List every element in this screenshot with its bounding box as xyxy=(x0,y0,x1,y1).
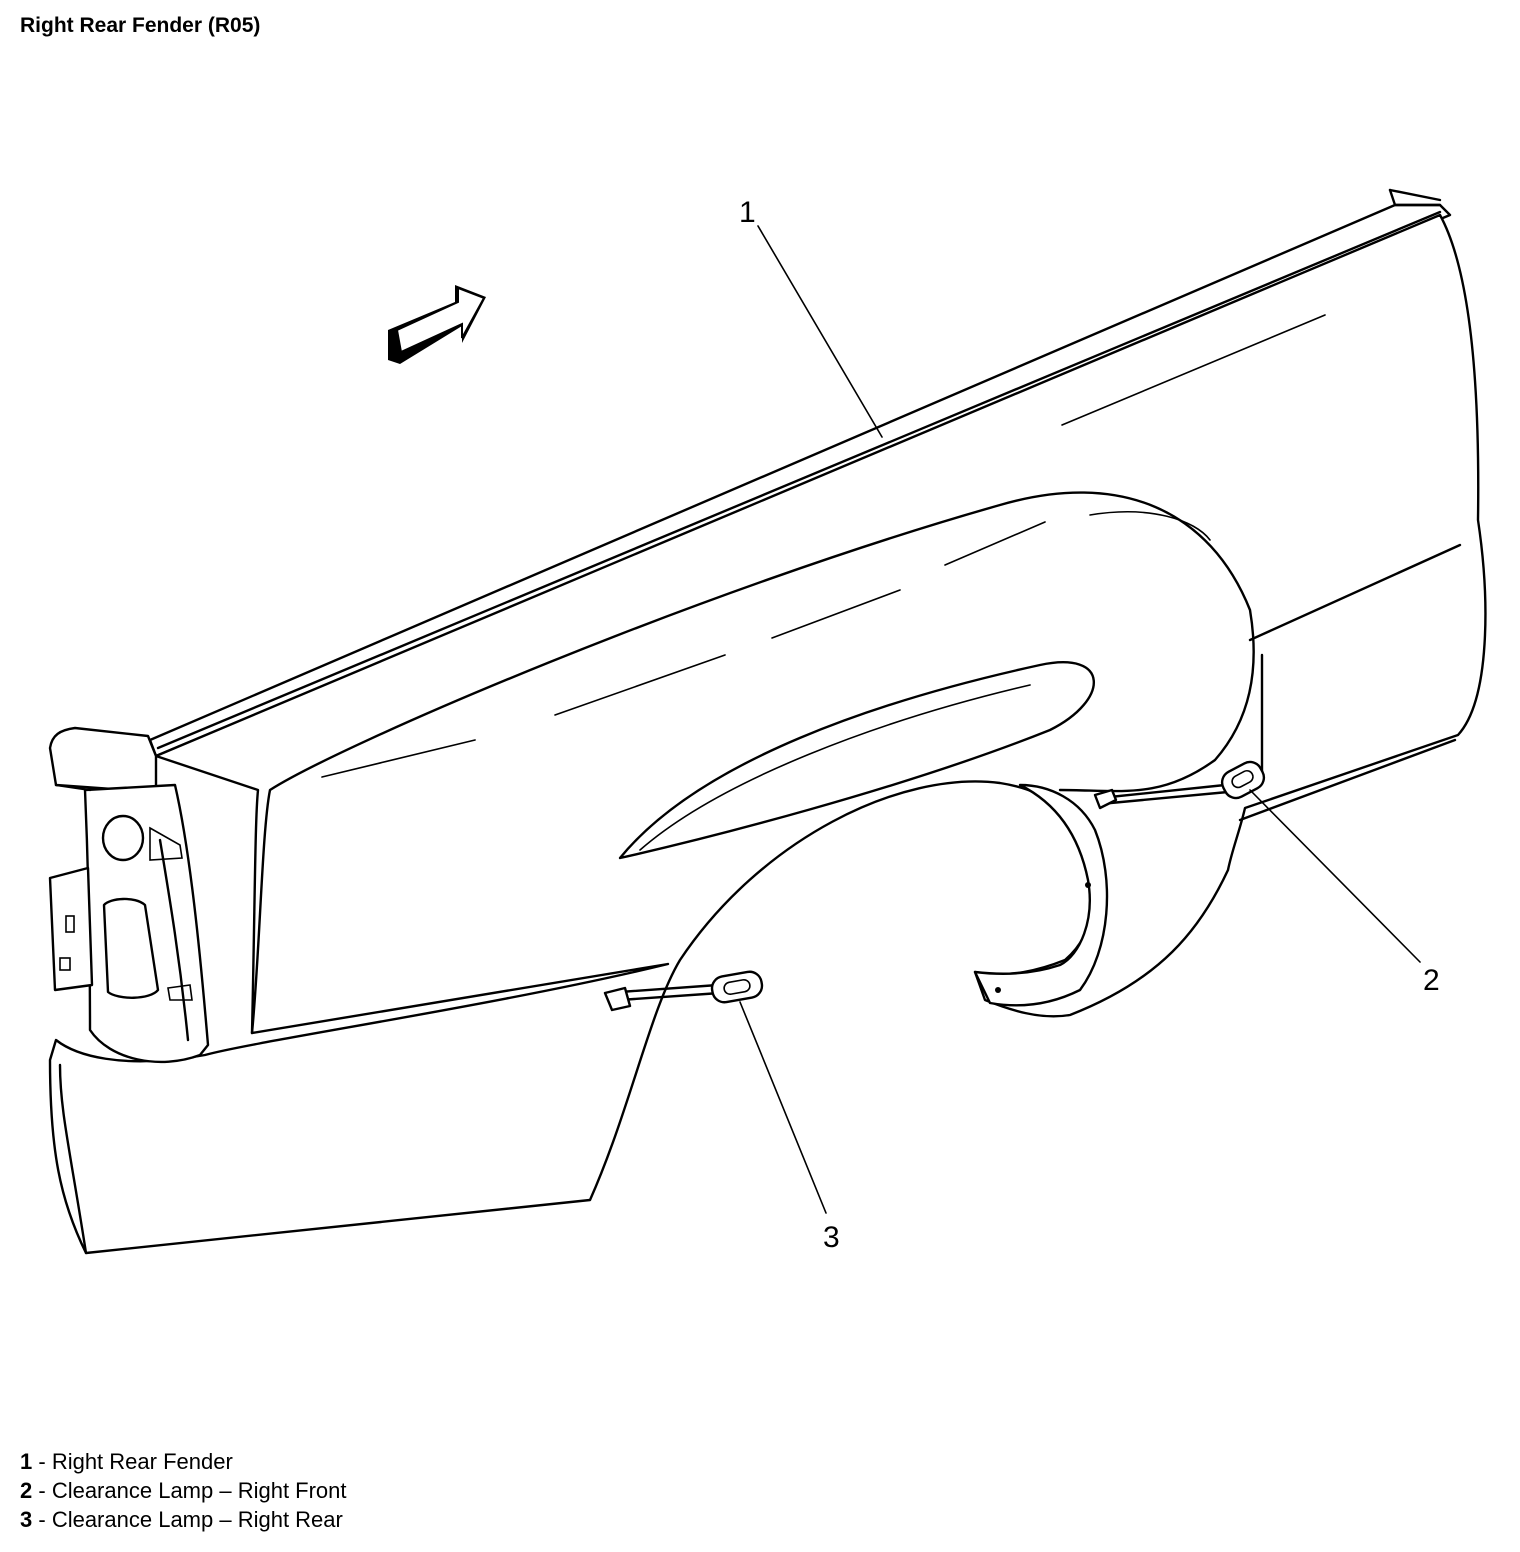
callout-1: 1 xyxy=(739,196,756,229)
legend-number: 1 xyxy=(20,1449,33,1474)
clearance-lamp-right-rear xyxy=(603,970,764,1012)
legend-number: 3 xyxy=(20,1507,33,1532)
legend-separator: - xyxy=(32,1507,52,1532)
legend-item: 3 - Clearance Lamp – Right Rear xyxy=(20,1505,347,1534)
legend-label: Right Rear Fender xyxy=(51,1449,233,1474)
diagram-title: Right Rear Fender (R05) xyxy=(20,14,261,37)
legend-separator: - xyxy=(32,1478,52,1503)
legend-label: Clearance Lamp – Right Rear xyxy=(51,1507,343,1532)
clearance-lamp-right-front xyxy=(1093,760,1266,810)
leader-lines xyxy=(739,225,1421,1214)
callout-2: 2 xyxy=(1423,964,1440,997)
legend-item: 2 - Clearance Lamp – Right Front xyxy=(20,1476,347,1505)
legend-separator: - xyxy=(32,1449,52,1474)
legend-label: Clearance Lamp – Right Front xyxy=(51,1478,347,1503)
callout-3: 3 xyxy=(823,1221,840,1254)
forward-arrow-icon xyxy=(388,285,486,364)
legend-item: 1 - Right Rear Fender xyxy=(20,1447,347,1476)
legend-number: 2 xyxy=(20,1478,33,1503)
legend: 1 - Right Rear Fender 2 - Clearance Lamp… xyxy=(20,1447,347,1534)
right-rear-fender xyxy=(48,188,1487,1255)
